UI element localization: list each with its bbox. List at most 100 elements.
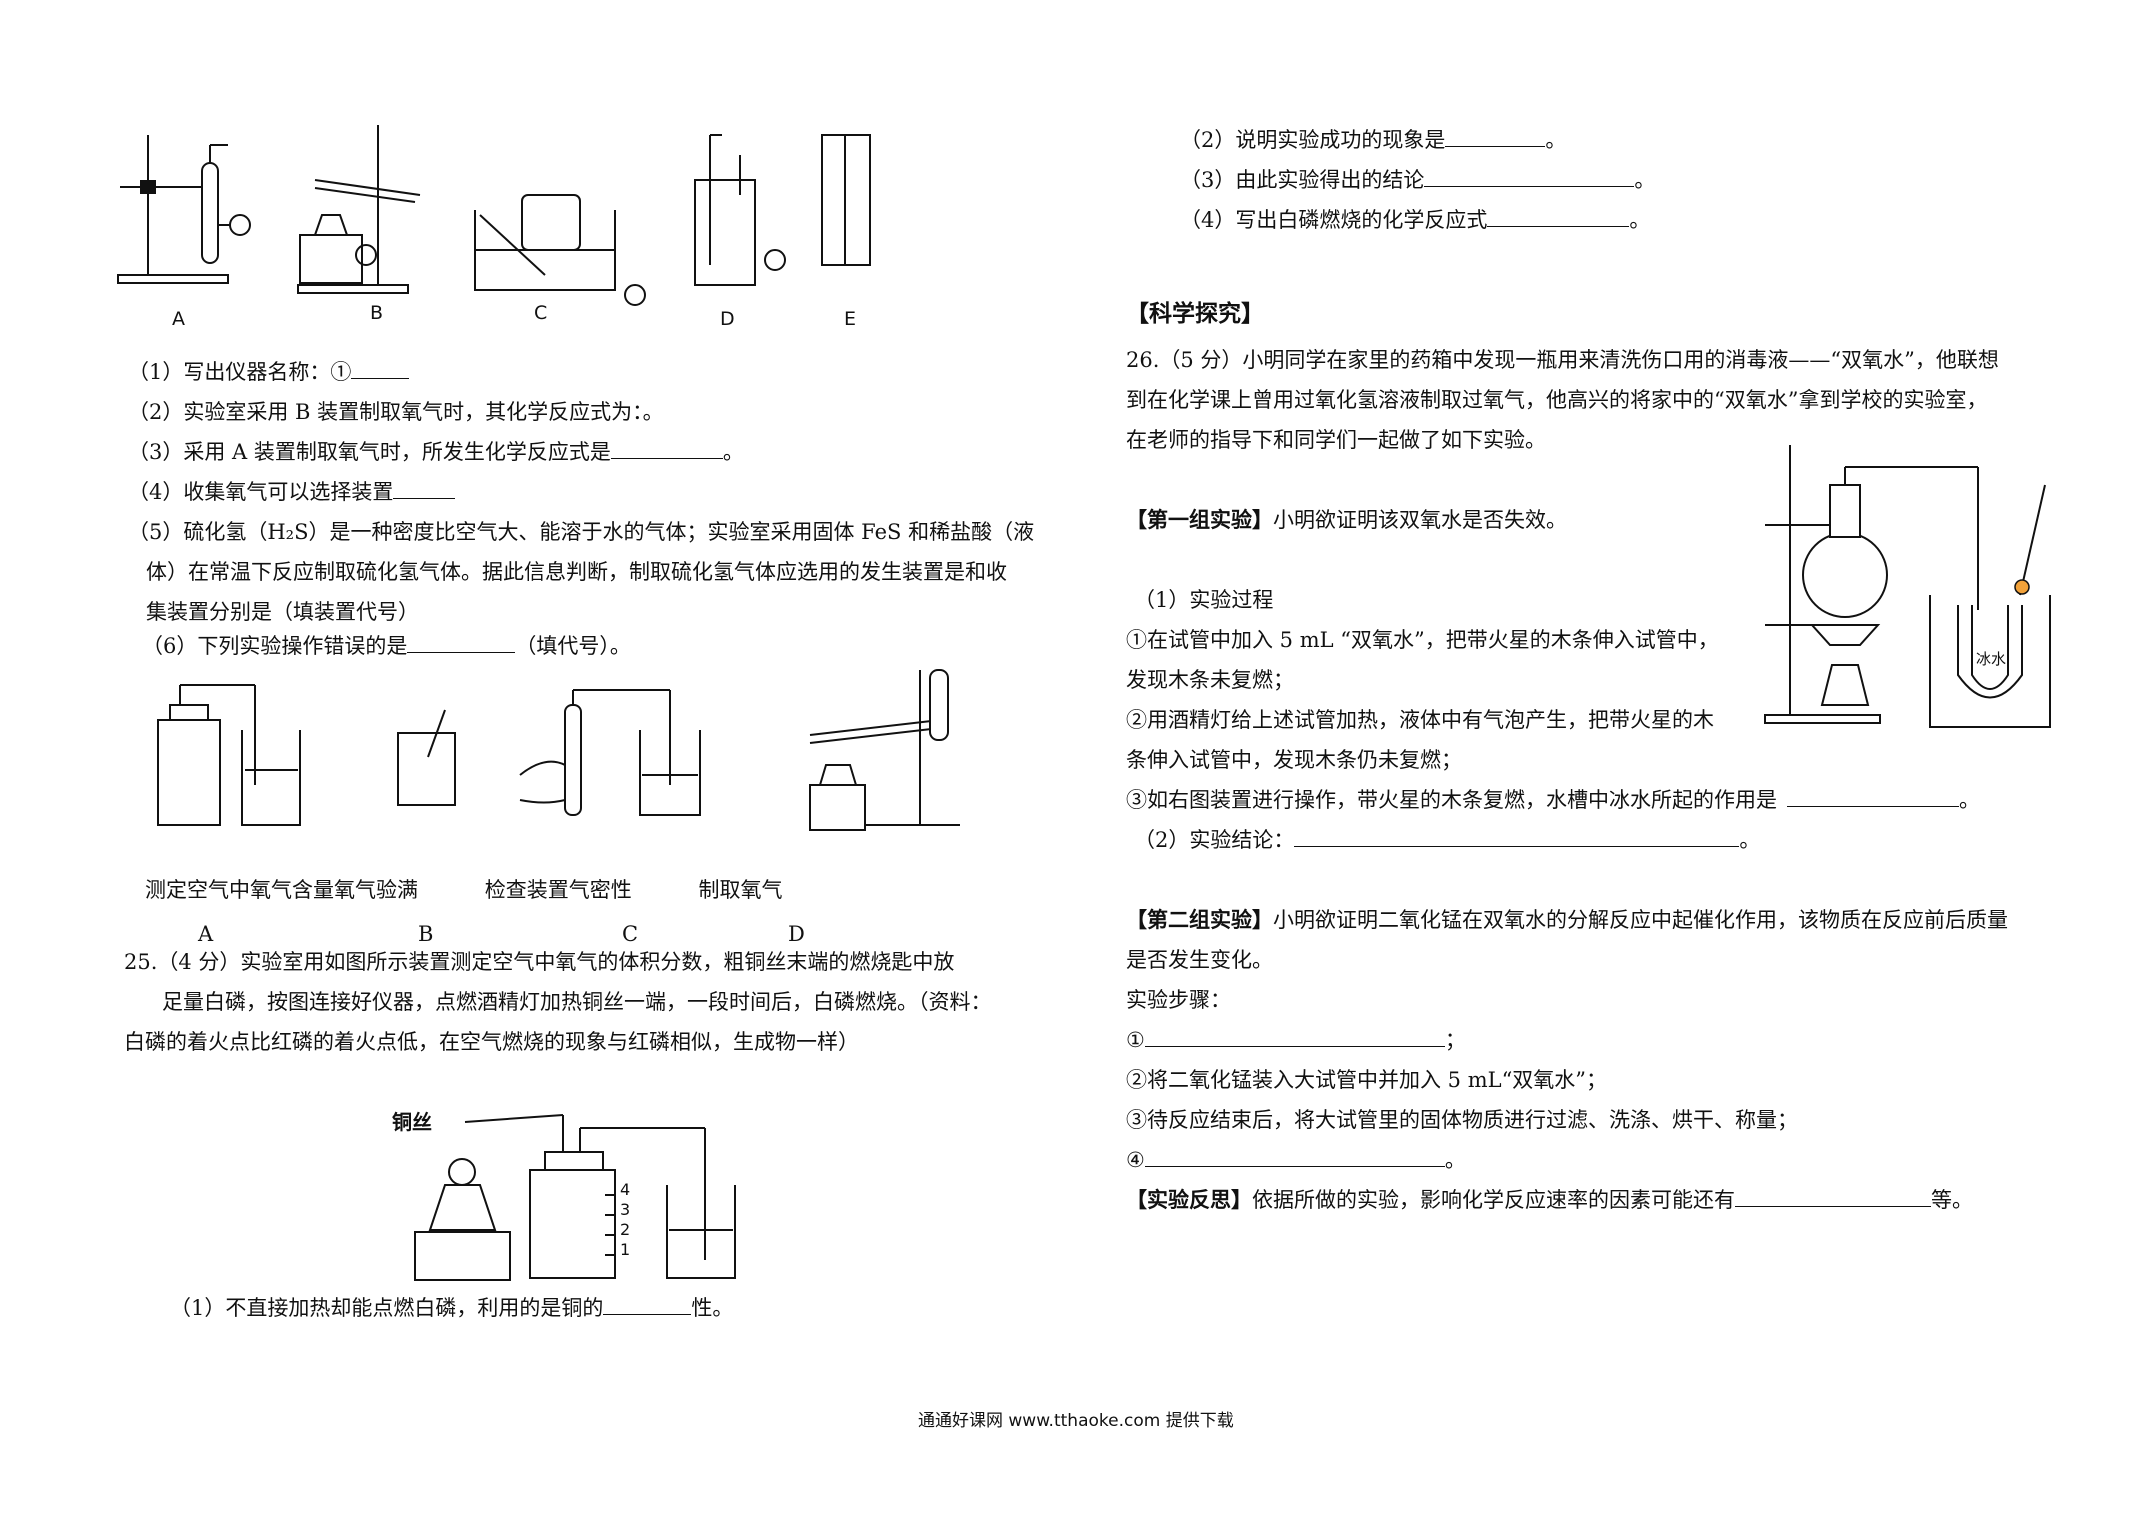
apparatus-c-drawing (474, 194, 646, 306)
q25-line2: 足量白磷，按图连接好仪器，点燃酒精灯加热铜丝一端，一段时间后，白磷燃烧。（资料： (162, 990, 992, 1014)
experiment-step1-blank[interactable] (1144, 1026, 1445, 1047)
q25-part2-blank[interactable] (1445, 126, 1546, 147)
experiment-step3: ③待反应结束后，将大试管里的固体物质进行过滤、洗涤、烘干、称量； (1126, 1108, 1798, 1132)
q24-part4: （4）收集氧气可以选择装置 (128, 478, 456, 506)
operations-figure (157, 669, 960, 831)
apparatus-d-drawing (694, 134, 786, 286)
scale-label-4: 4 (620, 1180, 631, 1199)
operation-letter-b: B (418, 922, 434, 946)
q24-part5-line2: 体）在常温下反应制取硫化氢气体。据此信息判断，制取硫化氢气体应选用的发生装置是和… (146, 560, 1007, 584)
group1-heading-label: 【第一组实验】 (1126, 507, 1273, 532)
step3: ③如右图装置进行操作，带火星的木条复燃，水槽中冰水所起的作用是。 (1126, 786, 1980, 814)
q24-part1-blank[interactable] (351, 358, 410, 379)
q25-part4-end: 。 (1629, 208, 1651, 232)
step1-line1: ①在试管中加入 5 mL “双氧水”，把带火星的木条伸入试管中， (1126, 628, 1719, 652)
q24-part3-end: 。 (722, 440, 744, 464)
q25-part4-text: （4）写出白磷燃烧的化学反应式 (1180, 208, 1488, 232)
experiment-step4-end: 。 (1444, 1148, 1466, 1172)
figure-label-a: A (172, 308, 185, 330)
apparatus-e-drawing (821, 134, 871, 266)
q25-apparatus-figure (414, 1114, 736, 1281)
q24-part5-line3: 集装置分别是（填装置代号） (146, 600, 419, 624)
figure-label-e: E (844, 308, 857, 330)
q25-part4: （4）写出白磷燃烧的化学反应式 。 (1180, 206, 1650, 234)
experiment-conclusion-blank[interactable] (1294, 826, 1740, 847)
group1-heading: 【第一组实验】小明欲证明该双氧水是否失效。 (1126, 506, 1567, 534)
step2-line1: ②用酒精灯给上述试管加热，液体中有气泡产生，把带火星的木 (1126, 708, 1714, 732)
q24-part3: （3）采用 A 装置制取氧气时，所发生化学反应式是 。 (128, 438, 744, 466)
group2-line2: 是否发生变化。 (1126, 948, 1273, 972)
experiment-reflection: 【实验反思】依据所做的实验，影响化学反应速率的因素可能还有 等。 (1126, 1186, 1973, 1214)
experiment-step1: ①； (1126, 1026, 1466, 1054)
q24-part2: （2）实验室采用 B 装置制取氧气时，其化学反应式为：。 (128, 400, 664, 424)
q25-part4-blank[interactable] (1487, 206, 1630, 227)
q26-line2: 到在化学课上曾用过氧化氢溶液制取过氧气，他高兴的将家中的“双氧水”拿到学校的实验… (1126, 388, 1988, 412)
q25-part1-text: （1）不直接加热却能点燃白磷，利用的是铜的 (170, 1296, 604, 1320)
experiment-conclusion-text: （2）实验结论： (1134, 828, 1295, 852)
figure-label-c: C (534, 302, 548, 324)
operations-captions: 测定空气中氧气含量氧气验满 检查装置气密性 制取氧气 (145, 878, 783, 902)
q24-part6-end: （填代号）。 (515, 634, 631, 658)
q25-line3: 白磷的着火点比红磷的着火点低，在空气燃烧的现象与红磷相似，生成物一样） (124, 1030, 859, 1054)
section-heading-science-inquiry: 【科学探究】 (1126, 300, 1264, 327)
q25-part3-text: （3）由此实验得出的结论 (1180, 168, 1425, 192)
q25-part3: （3）由此实验得出的结论 。 (1180, 166, 1655, 194)
operation-letter-d: D (788, 922, 805, 946)
q24-part6-blank[interactable] (407, 632, 516, 653)
q25-part1: （1）不直接加热却能点燃白磷，利用的是铜的性。 (170, 1294, 733, 1322)
experiment-reflection-label: 【实验反思】 (1126, 1187, 1252, 1212)
step3-blank[interactable] (1787, 786, 1959, 807)
step3-end: 。 (1959, 788, 1980, 812)
q25-part2-text: （2）说明实验成功的现象是 (1180, 128, 1446, 152)
experiment-reflection-end: 等。 (1931, 1188, 1973, 1212)
q24-part1-text: （1）写出仪器名称：① (128, 360, 352, 384)
q25-part1-blank[interactable] (603, 1294, 692, 1315)
figure-label-d: D (720, 308, 735, 330)
q25-part3-blank[interactable] (1424, 166, 1635, 187)
scale-label-2: 2 (620, 1220, 631, 1239)
step2-line2: 条伸入试管中，发现木条仍未复燃； (1126, 748, 1462, 772)
group1-heading-text: 小明欲证明该双氧水是否失效。 (1273, 508, 1567, 532)
experiment-step2: ②将二氧化锰装入大试管中并加入 5 mL“双氧水”； (1126, 1068, 1608, 1092)
operation-d-drawing (809, 669, 960, 831)
experiment-reflection-blank[interactable] (1735, 1186, 1931, 1207)
operation-b-drawing (397, 709, 456, 806)
q26-line3: 在老师的指导下和同学们一起做了如下实验。 (1126, 428, 1546, 452)
q24-part6: （6）下列实验操作错误的是 （填代号）。 (142, 632, 631, 660)
operation-a-drawing (157, 684, 301, 826)
q26-apparatus-figure (1764, 445, 2051, 728)
experiment-conclusion: （2）实验结论： 。 (1134, 826, 1760, 854)
page-footer: 通通好课网 www.tthaoke.com 提供下载 (918, 1411, 1234, 1431)
experiment-step4-num: ④ (1126, 1148, 1145, 1172)
operation-letter-c: C (622, 922, 639, 946)
experiment-step4: ④。 (1126, 1146, 1466, 1174)
q24-part6-text: （6）下列实验操作错误的是 (142, 634, 408, 658)
experiment-step1-num: ① (1126, 1028, 1145, 1052)
q25-part3-end: 。 (1634, 168, 1656, 192)
apparatus-figure-a-e (117, 125, 871, 306)
q24-part3-blank[interactable] (610, 438, 723, 459)
ice-water-label: 冰水 (1976, 650, 2007, 668)
q24-part4-blank[interactable] (393, 478, 456, 499)
scale-label-3: 3 (620, 1200, 631, 1219)
q24-part3-text: （3）采用 A 装置制取氧气时，所发生化学反应式是 (128, 440, 611, 464)
step1-line2: 发现木条未复燃； (1126, 668, 1294, 692)
experiment-step1-end: ； (1444, 1028, 1466, 1052)
apparatus-b-drawing (297, 125, 421, 294)
q24-part1: （1）写出仪器名称：① (128, 358, 410, 386)
figure-label-b: B (370, 302, 384, 324)
q24-part4-text: （4）收集氧气可以选择装置 (128, 480, 394, 504)
group2-heading-label: 【第二组实验】 (1126, 907, 1273, 932)
operation-c-drawing (519, 689, 701, 816)
q25-part2: （2）说明实验成功的现象是 。 (1180, 126, 1566, 154)
group2-heading: 【第二组实验】小明欲证明二氧化锰在双氧水的分解反应中起催化作用，该物质在反应前后… (1126, 906, 2008, 934)
q25-line1: 25.（4 分）实验室用如图所示装置测定空气中氧气的体积分数，粗铜丝末端的燃烧匙… (124, 950, 955, 974)
q24-part5-line1: （5）硫化氢（H₂S）是一种密度比空气大、能溶于水的气体；实验室采用固体 FeS… (128, 520, 1035, 544)
experiment-conclusion-end: 。 (1739, 828, 1761, 852)
experiment-step4-blank[interactable] (1144, 1146, 1445, 1167)
operation-letter-a: A (198, 922, 214, 946)
copper-wire-label: 铜丝 (392, 1110, 432, 1134)
experiment-reflection-text: 依据所做的实验，影响化学反应速率的因素可能还有 (1252, 1188, 1735, 1212)
q25-part2-end: 。 (1545, 128, 1567, 152)
q26-line1: 26.（5 分）小明同学在家里的药箱中发现一瓶用来清洗伤口用的消毒液——“双氧水… (1126, 348, 1999, 372)
